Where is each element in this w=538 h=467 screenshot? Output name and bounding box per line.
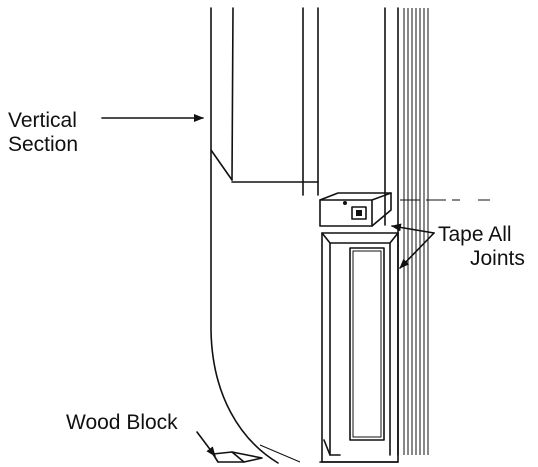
junction-box xyxy=(319,192,392,227)
frame-opening xyxy=(319,232,399,463)
vertical-section-duct xyxy=(210,7,319,464)
label-section-line2: Section xyxy=(8,133,78,156)
wood-block-shape xyxy=(212,451,263,463)
callout-arrows xyxy=(101,114,435,457)
label-tape-all: Tape All xyxy=(438,223,512,246)
label-joints: Joints xyxy=(470,247,525,270)
label-vertical-line1: Vertical xyxy=(8,109,77,132)
label-wood-block: Wood Block xyxy=(66,411,178,434)
